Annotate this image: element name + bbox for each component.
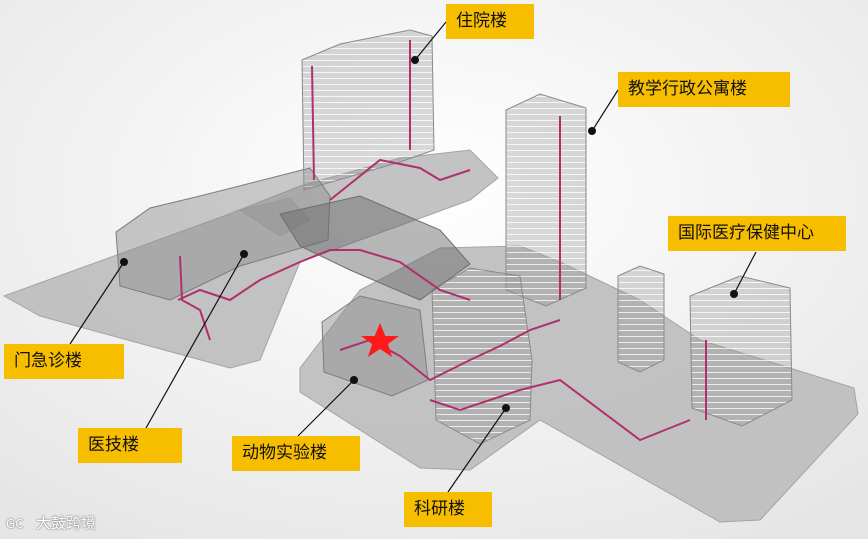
building-inpatient bbox=[301, 29, 435, 191]
label-inpatient-building: 住院楼 bbox=[446, 4, 534, 39]
label-research-building: 科研楼 bbox=[404, 492, 492, 527]
red-star-icon bbox=[361, 323, 399, 357]
label-international-medical-center: 国际医疗保健中心 bbox=[668, 216, 846, 251]
building-international bbox=[689, 275, 793, 427]
watermark-text: 大鼓跨境 bbox=[36, 514, 97, 532]
label-animal-lab-building: 动物实验楼 bbox=[232, 436, 360, 471]
leader-dots bbox=[120, 56, 738, 412]
building-teaching bbox=[505, 93, 587, 307]
watermark: GC 大鼓跨境 bbox=[6, 512, 96, 533]
building-international-small bbox=[617, 265, 665, 373]
label-teaching-admin-building: 教学行政公寓楼 bbox=[618, 72, 790, 107]
buildings bbox=[115, 29, 793, 445]
building-connector bbox=[279, 195, 471, 301]
label-medical-tech-building: 医技楼 bbox=[78, 428, 182, 463]
leader-lines bbox=[69, 21, 757, 493]
building-research bbox=[431, 267, 533, 445]
label-outpatient-building: 门急诊楼 bbox=[4, 344, 124, 379]
watermark-logo-icon: GC bbox=[6, 517, 24, 531]
building-outpatient bbox=[115, 167, 331, 301]
